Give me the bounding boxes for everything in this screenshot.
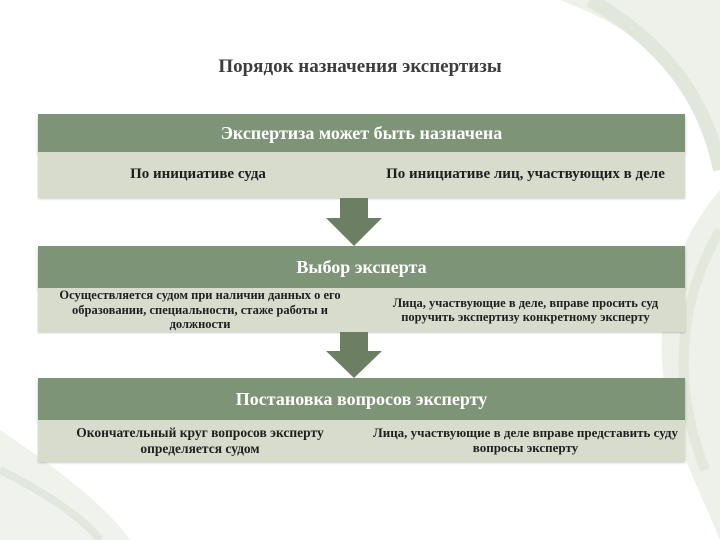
- block-row: Окончательный круг вопросов эксперту опр…: [38, 420, 685, 462]
- arrow-down-icon: [326, 198, 382, 246]
- block-expert-choice: Выбор эксперта Осуществляется судом при …: [38, 246, 685, 332]
- decor-swirl-top: [560, 0, 720, 150]
- block-row: По инициативе суда По инициативе лиц, уч…: [38, 152, 685, 198]
- block-questions: Постановка вопросов эксперту Окончательн…: [38, 378, 685, 462]
- cell-left: Осуществляется судом при наличии данных …: [59, 288, 341, 332]
- arrow-down-icon: [326, 332, 382, 378]
- block-initiative: Экспертиза может быть назначена По иници…: [38, 114, 685, 198]
- decor-swirl-right-line: [678, 227, 720, 472]
- cell-right: Лица, участвующие в деле, вправе просить…: [392, 295, 659, 324]
- page-title: Порядок назначения экспертизы: [218, 56, 502, 77]
- cell-left: По инициативе суда: [130, 166, 266, 183]
- decor-swirl-bottom-line: [0, 466, 104, 540]
- decor-swirl-top-line: [586, 0, 720, 172]
- block-header: Постановка вопросов эксперту: [38, 378, 685, 420]
- cell-right: По инициативе лиц, участвующих в деле: [386, 166, 665, 183]
- block-row: Осуществляется судом при наличии данных …: [38, 288, 685, 332]
- decor-swirl-bottom-left: [0, 430, 130, 540]
- block-header: Экспертиза может быть назначена: [38, 114, 685, 152]
- block-header: Выбор эксперта: [38, 246, 685, 288]
- cell-right: Лица, участвующие в деле вправе представ…: [373, 425, 678, 455]
- cell-left: Окончательный круг вопросов эксперту опр…: [76, 425, 324, 456]
